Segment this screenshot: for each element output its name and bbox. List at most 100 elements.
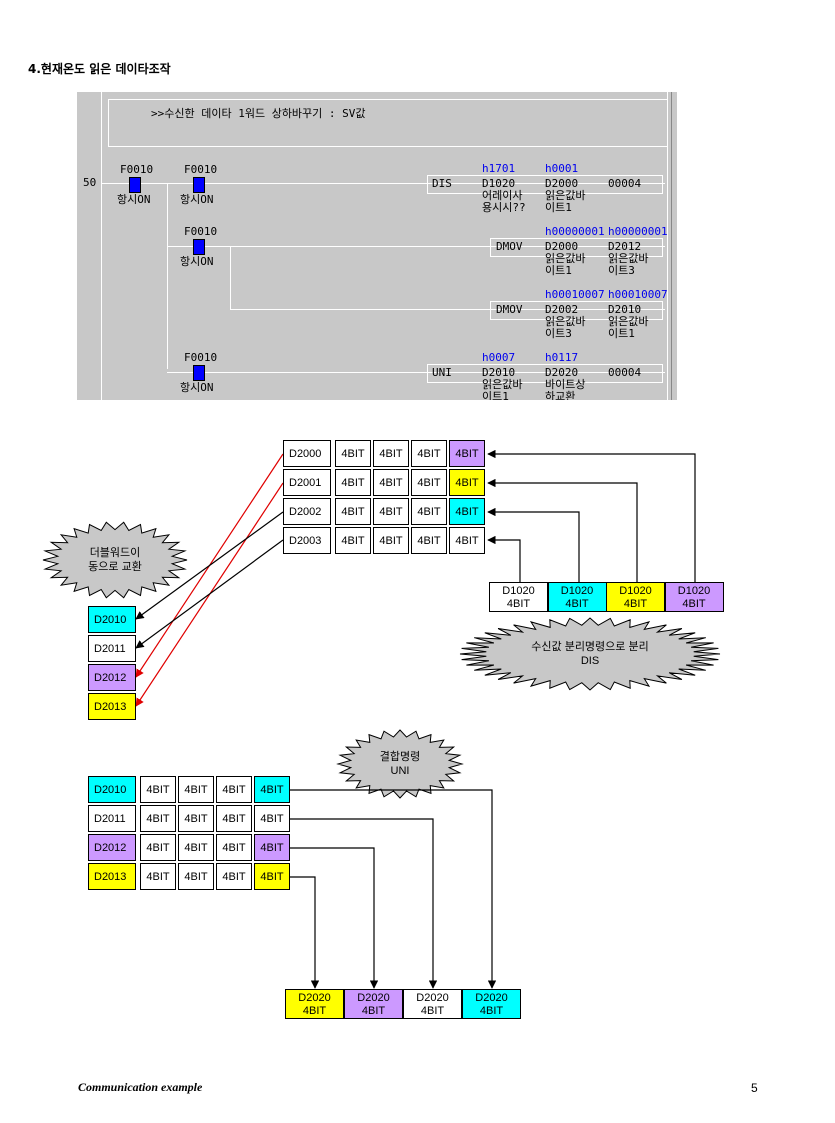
arrow-d2003-to-d2011 bbox=[135, 539, 284, 649]
nibble-cell: 4BIT bbox=[373, 469, 409, 496]
word-label-D2010: D2010 bbox=[88, 776, 136, 803]
nibble-cell: 4BIT bbox=[335, 527, 371, 554]
result-bits: 4BIT bbox=[420, 1005, 445, 1017]
nibble-cell: 4BIT bbox=[216, 805, 252, 832]
nibble-cell: 4BIT bbox=[335, 440, 371, 467]
source-label: D1020 bbox=[677, 585, 711, 597]
contact-3-address: F0010 bbox=[184, 225, 218, 238]
contact-4-desc: 항시ON bbox=[180, 381, 214, 394]
contact-4-address: F0010 bbox=[184, 351, 218, 364]
source-bits: 4BIT bbox=[623, 598, 648, 610]
nibble-cell: 4BIT bbox=[178, 834, 214, 861]
nibble-cell: 4BIT bbox=[449, 469, 485, 496]
source-label: D1020 bbox=[560, 585, 594, 597]
contact-3[interactable] bbox=[193, 239, 205, 255]
instruction-dis-box[interactable] bbox=[427, 175, 663, 194]
dest-word-D2012: D2012 bbox=[88, 664, 136, 691]
instruction-dis-op: DIS bbox=[432, 177, 452, 190]
contact-1[interactable] bbox=[129, 177, 141, 193]
arrow-d1020-2 bbox=[487, 507, 580, 582]
ladder-program-screenshot: >>수신한 데이타 1워드 상하바꾸기 : SV값 50 F0010 항시ON … bbox=[77, 92, 677, 400]
nibble-cell: 4BIT bbox=[254, 776, 290, 803]
nibble-cell: 4BIT bbox=[140, 863, 176, 890]
contact-3-desc: 항시ON bbox=[180, 255, 214, 268]
nibble-cell: 4BIT bbox=[254, 834, 290, 861]
instruction-dmov-1-box[interactable] bbox=[490, 238, 663, 257]
nibble-cell: 4BIT bbox=[140, 834, 176, 861]
nibble-cell: 4BIT bbox=[216, 863, 252, 890]
arrow-d2002-to-d2010 bbox=[135, 511, 284, 620]
dest-word-D2013: D2013 bbox=[88, 693, 136, 720]
step-number: 50 bbox=[83, 176, 97, 189]
arrow-d1020-3 bbox=[487, 478, 638, 582]
word-label-D2002: D2002 bbox=[283, 498, 331, 525]
nibble-cell: 4BIT bbox=[411, 469, 447, 496]
nibble-cell: 4BIT bbox=[254, 805, 290, 832]
contact-2[interactable] bbox=[193, 177, 205, 193]
word-label-D2011: D2011 bbox=[88, 805, 136, 832]
nibble-cell: 4BIT bbox=[411, 527, 447, 554]
word-label-D2012: D2012 bbox=[88, 834, 136, 861]
dest-word-D2011: D2011 bbox=[88, 635, 136, 662]
nibble-cell: 4BIT bbox=[216, 834, 252, 861]
nibble-cell: 4BIT bbox=[254, 863, 290, 890]
source-bits: 4BIT bbox=[565, 598, 589, 610]
nibble-cell: 4BIT bbox=[216, 776, 252, 803]
nibble-cell: 4BIT bbox=[449, 498, 485, 525]
nibble-cell: 4BIT bbox=[373, 498, 409, 525]
burst-dis bbox=[459, 617, 721, 691]
nibble-cell: 4BIT bbox=[335, 498, 371, 525]
burst-uni bbox=[336, 729, 464, 799]
source-label: D1020 bbox=[502, 585, 535, 597]
contact-2-address: F0010 bbox=[184, 163, 218, 176]
source-bits: 4BIT bbox=[506, 598, 531, 610]
instruction-uni-box[interactable] bbox=[427, 364, 663, 383]
nibble-cell: 4BIT bbox=[449, 527, 485, 554]
contact-2-desc: 항시ON bbox=[180, 193, 214, 206]
right-power-rail bbox=[667, 92, 668, 400]
section-heading: 4.현재온도 읽은 데이타조작 bbox=[28, 62, 171, 76]
nibble-cell: 4BIT bbox=[140, 805, 176, 832]
burst-dis-label: 수신값 분리명령으로 분리 DIS bbox=[531, 641, 649, 667]
nibble-cell: 4BIT bbox=[140, 776, 176, 803]
result-label: D2020 bbox=[357, 992, 390, 1004]
result-bits: 4BIT bbox=[302, 1005, 327, 1017]
burst-swap-label: 더블워드이 동으로 교환 bbox=[88, 547, 142, 573]
nibble-cell: 4BIT bbox=[449, 440, 485, 467]
page-number: 5 bbox=[751, 1081, 758, 1095]
nibble-cell: 4BIT bbox=[411, 440, 447, 467]
dest-word-D2010: D2010 bbox=[88, 606, 136, 633]
instruction-dmov-2-box[interactable] bbox=[490, 301, 663, 320]
arrow-d2010-to-d2020 bbox=[290, 789, 497, 989]
nibble-cell: 4BIT bbox=[373, 527, 409, 554]
nibble-cell: 4BIT bbox=[178, 863, 214, 890]
arrow-d1020-4 bbox=[487, 449, 696, 582]
footer-caption: Communication example bbox=[78, 1080, 203, 1094]
nibble-cell: 4BIT bbox=[178, 805, 214, 832]
burst-swap bbox=[42, 521, 188, 599]
contact-4[interactable] bbox=[193, 365, 205, 381]
result-label: D2020 bbox=[298, 992, 331, 1004]
arrow-d2013-to-d2020 bbox=[290, 876, 320, 989]
word-label-D2013: D2013 bbox=[88, 863, 136, 890]
comment-text: >>수신한 데이타 1워드 상하바꾸기 : SV값 bbox=[151, 107, 366, 120]
source-bits: 4BIT bbox=[682, 598, 706, 610]
word-label-D2003: D2003 bbox=[283, 527, 331, 554]
nibble-cell: 4BIT bbox=[178, 776, 214, 803]
contact-1-address: F0010 bbox=[120, 163, 154, 176]
source-label: D1020 bbox=[619, 585, 652, 597]
burst-uni-label: 결합명령 UNI bbox=[379, 751, 421, 777]
word-label-D2000: D2000 bbox=[283, 440, 331, 467]
arrow-d1020-1 bbox=[487, 535, 521, 582]
word-label-D2001: D2001 bbox=[283, 469, 331, 496]
arrow-d2012-to-d2020 bbox=[290, 847, 379, 989]
result-label: D2020 bbox=[416, 992, 449, 1004]
